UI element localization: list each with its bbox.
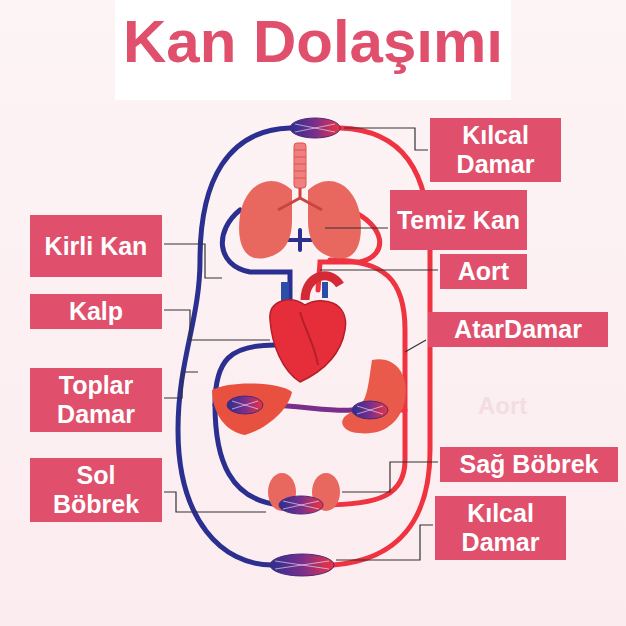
box-label-text: Kılcal Damar [441,499,560,557]
lungs-part [278,188,322,210]
leader-lines-part [405,340,426,352]
box-label-text: Kalp [69,297,123,326]
box-label-text: Sağ Böbrek [460,450,599,479]
label-box: Kirli Kan [30,215,162,277]
box-label-text: Temiz Kan [397,206,520,235]
heart-part [322,282,328,298]
capillary-beds-part [232,124,383,569]
faint-label: Aort [478,392,527,421]
leader-lines-part [164,492,266,512]
leader-lines-part [164,310,270,340]
label-box: Kalp [30,294,162,329]
stomach [342,359,406,433]
leader-lines-part [342,462,438,492]
label-box: Sol Böbrek [30,458,162,522]
leader-lines-part [344,128,428,150]
capillary-beds [227,118,388,576]
label-box: Kılcal Damar [435,496,566,560]
label-box: Sağ Böbrek [440,447,618,482]
organ-vessels [215,260,405,505]
label-box: AtarDamar [428,312,608,347]
lungs-part [308,181,361,259]
trachea-part [294,143,306,188]
trachea-part [294,150,306,178]
box-label-text: Sol Böbrek [36,461,156,519]
lungs-part [239,181,292,259]
leader-lines-part [320,269,438,270]
heart-part [270,300,346,382]
heart [270,276,346,382]
leader-lines-part [336,525,433,560]
lungs [239,181,361,259]
heart-part [305,276,340,300]
box-label-text: Aort [458,257,509,286]
liver-part [212,383,292,435]
box-label-text: AtarDamar [454,315,582,344]
label-box: Temiz Kan [390,190,527,250]
label-box: Aort [440,254,527,289]
diagram-title: Kan Dolaşımı [0,6,626,78]
box-label-text: Toplar Damar [36,371,156,429]
liver [212,383,292,435]
heart-part [300,312,318,365]
label-box: Kılcal Damar [430,118,561,182]
box-label-text: Kılcal Damar [436,121,555,179]
organ-vessels-part [322,260,405,505]
leader-lines-part [164,372,198,398]
stomach-part [342,359,406,433]
label-box: Toplar Damar [30,368,162,432]
trachea [294,143,306,188]
leader-lines-part [325,227,388,228]
leader-lines-part [164,244,222,278]
box-label-text: Kirli Kan [45,232,148,261]
